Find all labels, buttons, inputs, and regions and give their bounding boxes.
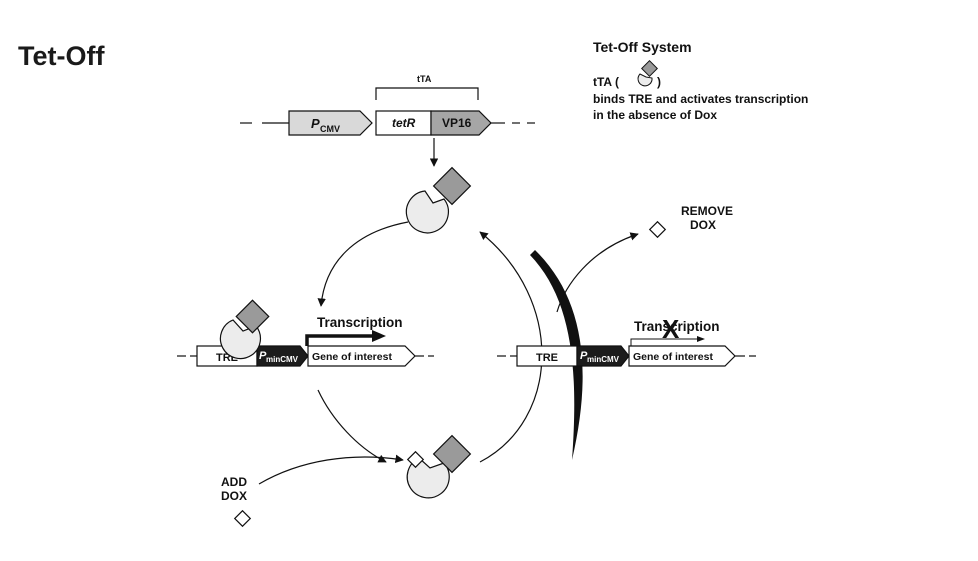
pcmv-label: P xyxy=(311,116,320,131)
tre-label-right: TRE xyxy=(536,352,558,364)
legend-line1-prefix: tTA ( xyxy=(593,75,619,89)
vp16-label: VP16 xyxy=(442,116,472,130)
blocked-transcription-arrow xyxy=(630,338,697,346)
legend: Tet-Off System tTA ( ) binds TRE and act… xyxy=(593,39,808,122)
gene-of-interest-right xyxy=(628,345,736,367)
minimal-promoter-subscript-right: minCMV xyxy=(587,355,620,364)
minimal-promoter-label: P xyxy=(259,350,267,362)
recycle-arrow-band xyxy=(530,250,583,460)
minimal-promoter-right xyxy=(576,345,630,367)
transcription-arrowhead xyxy=(372,330,386,342)
right-cassette: TRE P minCMV Gene of interest Transcript… xyxy=(497,314,756,367)
pcmv-subscript: CMV xyxy=(320,124,340,134)
remove-dox-line2: DOX xyxy=(690,218,716,232)
tta-bracket xyxy=(375,87,479,100)
binding-arrow xyxy=(317,221,409,307)
gene-of-interest xyxy=(307,345,416,367)
remove-dox-arrow xyxy=(556,232,639,313)
add-dox: ADD DOX xyxy=(221,454,404,528)
legend-line3: in the absence of Dox xyxy=(593,108,717,122)
remove-dox: REMOVE DOX xyxy=(556,204,733,313)
minimal-promoter-subscript: minCMV xyxy=(266,355,299,364)
legend-title: Tet-Off System xyxy=(593,39,692,55)
dox-diamond-add xyxy=(233,509,252,528)
tta-protein-bound xyxy=(219,299,270,360)
tta-protein-top xyxy=(405,166,472,234)
dox-diamond-remove xyxy=(648,220,667,239)
legend-line1-suffix: ) xyxy=(657,75,661,89)
legend-tta-icon xyxy=(637,60,658,87)
tetr-segment xyxy=(375,110,432,136)
blocked-transcription-arrowhead xyxy=(697,336,705,342)
transcription-arrow xyxy=(305,334,372,346)
remove-dox-line1: REMOVE xyxy=(681,204,733,218)
page-title: Tet-Off xyxy=(18,41,105,71)
gene-label: Gene of interest xyxy=(312,351,392,363)
blocked-transcription-label: Transcription xyxy=(634,319,720,334)
tetr-label: tetR xyxy=(392,116,416,130)
release-arrow xyxy=(317,389,387,463)
vp16-segment xyxy=(430,110,492,136)
add-dox-line1: ADD xyxy=(221,475,247,489)
pcmv-promoter xyxy=(288,110,373,136)
blocked-x-mark: X xyxy=(662,314,680,344)
minimal-promoter-label-right: P xyxy=(580,350,588,362)
add-dox-line2: DOX xyxy=(221,489,247,503)
dox-diamond-bound xyxy=(406,450,425,469)
gene-label-right: Gene of interest xyxy=(633,351,713,363)
minimal-promoter xyxy=(256,345,309,367)
left-cassette: TRE P minCMV Gene of interest Transcript… xyxy=(177,315,434,367)
tta-protein-dox xyxy=(406,434,472,499)
legend-line2: binds TRE and activates transcription xyxy=(593,92,808,106)
add-dox-arrow xyxy=(258,454,404,485)
transcription-label: Transcription xyxy=(317,315,403,330)
tta-bracket-label: tTA xyxy=(417,74,432,84)
tta-construct: P CMV tetR VP16 tTA xyxy=(240,74,535,167)
